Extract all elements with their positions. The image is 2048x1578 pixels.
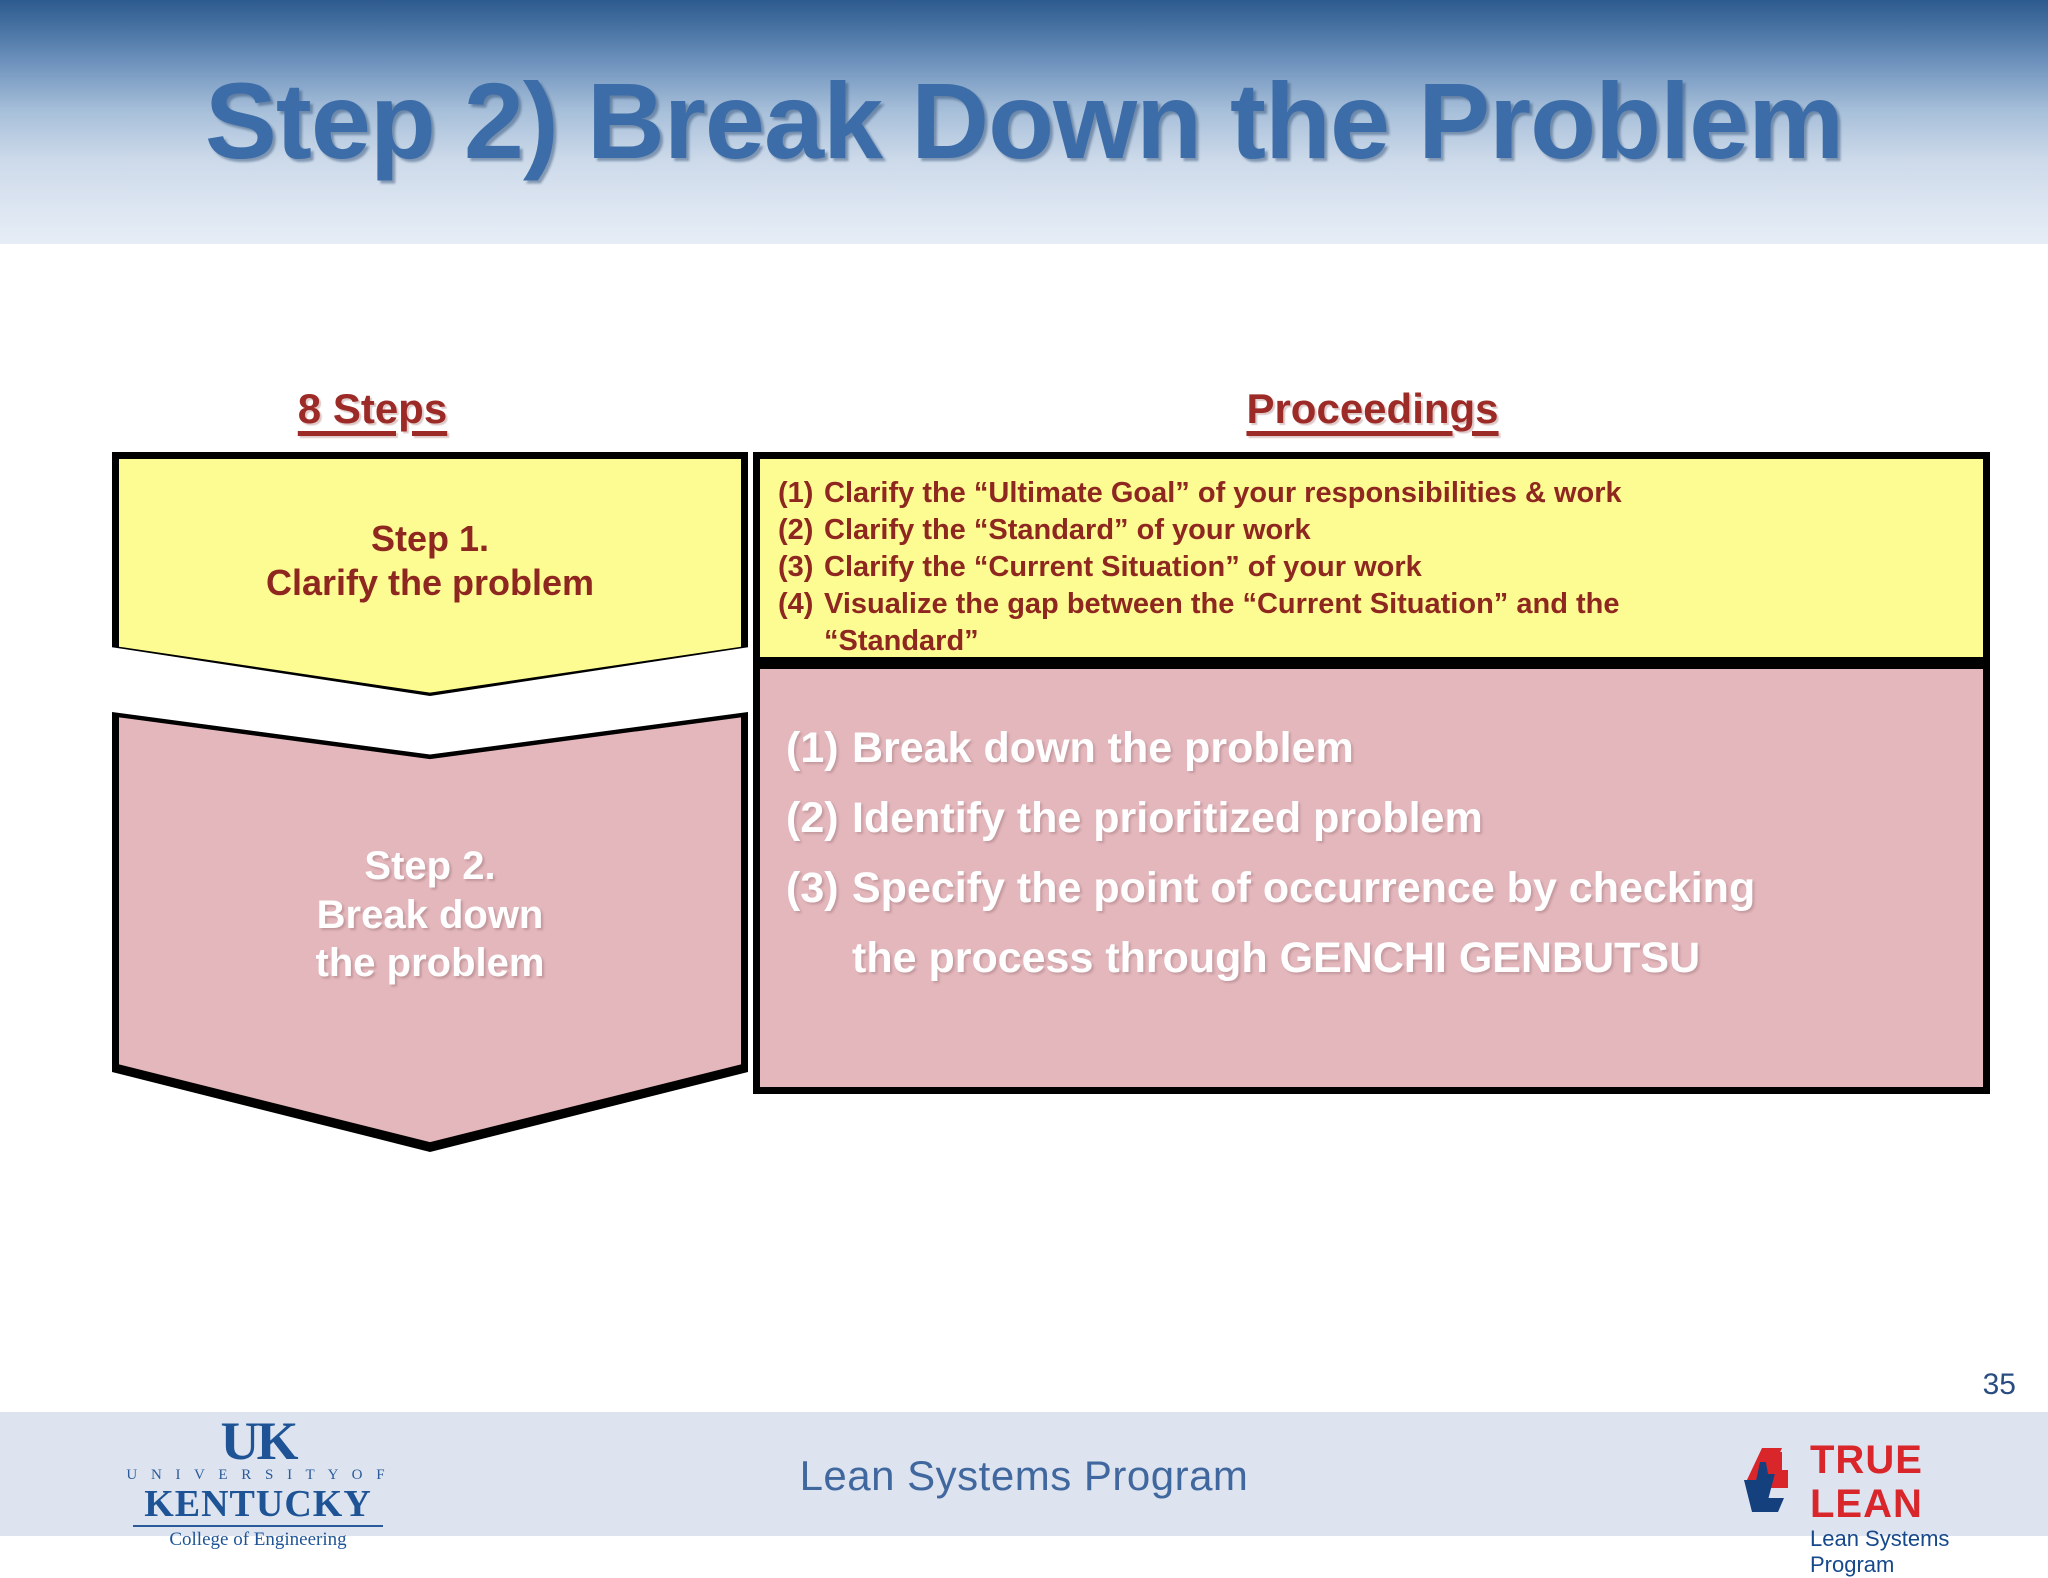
true-lean-wordmark: TRUE LEAN Lean Systems Program: [1810, 1438, 2030, 1578]
proceedings-item-text: Specify the point of occurrence by check…: [852, 864, 1756, 982]
proceedings-item-number: (1): [786, 724, 839, 772]
proceedings-item-text: Visualize the gap between the “Current S…: [824, 588, 1620, 657]
step-2-chevron-fill: [119, 717, 741, 1143]
proceedings-item-number: (1): [778, 477, 814, 509]
proceedings-item: (2) Identify the prioritized problem: [786, 783, 1967, 853]
column-heading-proceedings: Proceedings: [1246, 385, 1499, 432]
proceedings-item-text: Clarify the “Current Situation” of your …: [824, 551, 1422, 583]
uk-kentucky-text: KENTUCKY: [144, 1483, 372, 1525]
proceedings-item-number: (2): [778, 514, 814, 546]
page-number: 35: [1982, 1368, 2016, 1401]
steps-chevron-column: Step 1. Clarify the problem Step 2. Brea…: [112, 452, 748, 1152]
page-title: Step 2) Break Down the Problem: [204, 60, 1844, 181]
true-lean-swoosh-icon: [1744, 1448, 1788, 1512]
proceedings-step-2-box[interactable]: (1) Break down the problem (2) Identify th…: [753, 662, 1990, 1094]
slide-footer-band: [0, 1412, 2048, 1536]
proceedings-step-1-box[interactable]: (1) Clarify the “Ultimate Goal” of your r…: [753, 452, 1990, 664]
proceedings-item: (4) Visualize the gap between the “Curren…: [778, 586, 1969, 660]
step-1-chevron[interactable]: Step 1. Clarify the problem: [112, 452, 748, 696]
true-lean-title: TRUE LEAN: [1810, 1438, 1923, 1526]
true-lean-subtitle: Lean Systems Program: [1810, 1526, 1950, 1577]
step-1-chevron-fill: [119, 459, 741, 693]
proceedings-item-text: Identify the prioritized problem: [852, 794, 1483, 842]
step-2-label: Step 2. Break down the problem: [315, 843, 545, 986]
step-1-label: Step 1. Clarify the problem: [265, 518, 595, 603]
proceedings-item-number: (4): [778, 588, 814, 620]
slide-header-band: [0, 0, 2048, 244]
true-lean-logo: TRUE LEAN Lean Systems Program: [1738, 1438, 2028, 1577]
uk-logo-divider: [133, 1525, 383, 1527]
proceedings-item: (3) Clarify the “Current Situation” of yo…: [778, 549, 1969, 586]
uk-college-text: College of Engineering: [169, 1529, 347, 1550]
footer-center-text: Lean Systems Program: [799, 1452, 1249, 1499]
uk-logo: UK U N I V E R S I T Y O F KENTUCKY Coll…: [108, 1411, 408, 1550]
column-heading-8-steps: 8 Steps: [297, 385, 448, 432]
proceedings-item-number: (3): [778, 551, 814, 583]
uk-university-of-text: U N I V E R S I T Y O F: [126, 1467, 390, 1483]
proceedings-item-number: (3): [786, 864, 839, 912]
proceedings-item: (1) Break down the problem: [786, 713, 1967, 783]
proceedings-item: (2) Clarify the “Standard” of your work: [778, 512, 1969, 549]
proceedings-item-text: Break down the problem: [852, 724, 1354, 772]
proceedings-item-number: (2): [786, 794, 839, 842]
proceedings-item-text: Clarify the “Standard” of your work: [824, 514, 1311, 546]
step-2-chevron[interactable]: Step 2. Break down the problem: [112, 712, 748, 1152]
proceedings-item: (1) Clarify the “Ultimate Goal” of your r…: [778, 475, 1969, 512]
proceedings-item: (3) Specify the point of occurrence by ch…: [786, 853, 1967, 993]
proceedings-item-text: Clarify the “Ultimate Goal” of your resp…: [824, 477, 1622, 509]
uk-monogram: UK: [220, 1411, 299, 1471]
